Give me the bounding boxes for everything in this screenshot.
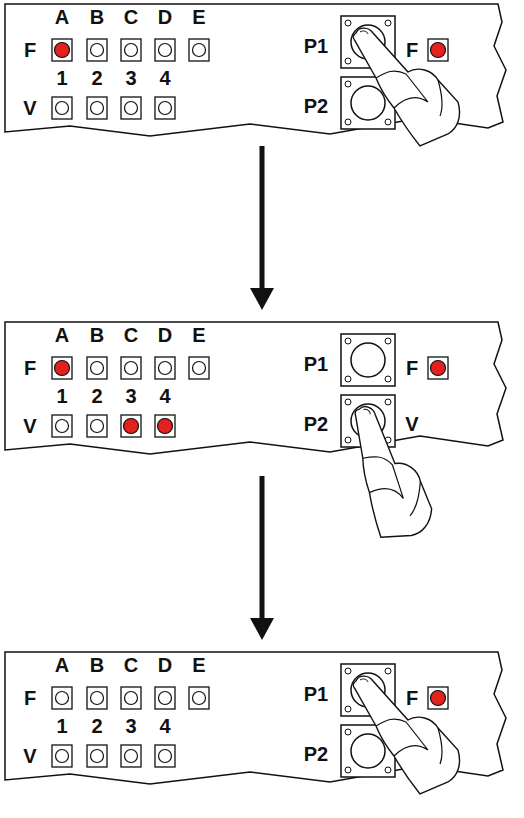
- led-indicator: [155, 357, 175, 379]
- control-panel: [5, 652, 506, 794]
- led-indicator: [52, 745, 72, 767]
- led-indicator: [155, 97, 175, 119]
- led-indicator: [428, 687, 448, 709]
- panel-label: A: [55, 325, 69, 345]
- panel-label: 2: [91, 716, 102, 736]
- led-indicator: [52, 97, 72, 119]
- panel-label: 4: [159, 68, 170, 88]
- panel-label: 1: [56, 716, 67, 736]
- led-indicator: [155, 745, 175, 767]
- panel-label: P1: [304, 36, 328, 56]
- panel-label: A: [55, 655, 69, 675]
- panel-label: P2: [304, 744, 328, 764]
- panel-label: V: [405, 414, 418, 434]
- led-indicator: [428, 39, 448, 61]
- led-indicator: [121, 97, 141, 119]
- led-indicator: [52, 415, 72, 437]
- led-indicator: [87, 415, 107, 437]
- panel-label: V: [23, 98, 36, 118]
- panel-label: 2: [91, 386, 102, 406]
- step-arrow: [250, 476, 274, 640]
- led-indicator: [52, 357, 72, 379]
- panel-label: C: [124, 655, 138, 675]
- panel-label: 1: [56, 386, 67, 406]
- pressing-hand: [353, 28, 459, 146]
- control-panel: [5, 322, 506, 551]
- led-indicator: [189, 687, 209, 709]
- led-indicator: [155, 39, 175, 61]
- pressing-hand: [318, 404, 458, 551]
- panel-label: F: [24, 40, 36, 60]
- panel-label: F: [406, 40, 418, 60]
- panel-label: D: [158, 325, 172, 345]
- panel-label: B: [90, 325, 104, 345]
- panel-label: E: [192, 655, 205, 675]
- panel-label: F: [24, 358, 36, 378]
- panel-label: 3: [125, 386, 136, 406]
- step-arrow: [250, 146, 274, 310]
- panel-label: F: [406, 688, 418, 708]
- led-indicator: [87, 687, 107, 709]
- panel-label: V: [23, 746, 36, 766]
- pressing-hand: [353, 676, 459, 794]
- panel-label: 3: [125, 716, 136, 736]
- panel-label: 4: [159, 716, 170, 736]
- led-indicator: [87, 745, 107, 767]
- led-indicator: [121, 745, 141, 767]
- panel-label: C: [124, 325, 138, 345]
- panel-label: F: [24, 688, 36, 708]
- control-panel: [5, 4, 506, 146]
- panel-label: D: [158, 655, 172, 675]
- panel-label: P2: [304, 96, 328, 116]
- led-indicator: [52, 687, 72, 709]
- led-indicator: [428, 357, 448, 379]
- panel-label: P2: [304, 414, 328, 434]
- led-indicator: [155, 687, 175, 709]
- led-indicator: [155, 415, 175, 437]
- push-button: [341, 334, 395, 386]
- panel-label: 1: [56, 68, 67, 88]
- led-indicator: [121, 357, 141, 379]
- panel-label: F: [406, 358, 418, 378]
- panel-label: B: [90, 655, 104, 675]
- panel-label: V: [23, 416, 36, 436]
- led-indicator: [87, 357, 107, 379]
- led-indicator: [87, 39, 107, 61]
- panel-label: 2: [91, 68, 102, 88]
- led-indicator: [52, 39, 72, 61]
- panel-label: C: [124, 7, 138, 27]
- panel-label: 4: [159, 386, 170, 406]
- panel-outline: [5, 322, 506, 454]
- panel-label: A: [55, 7, 69, 27]
- panel-label: E: [192, 325, 205, 345]
- panel-label: P1: [304, 354, 328, 374]
- led-indicator: [87, 97, 107, 119]
- led-indicator: [189, 39, 209, 61]
- panel-label: B: [90, 7, 104, 27]
- panel-label: P1: [304, 684, 328, 704]
- panel-label: E: [192, 7, 205, 27]
- led-indicator: [121, 39, 141, 61]
- panel-label: D: [158, 7, 172, 27]
- panel-label: 3: [125, 68, 136, 88]
- led-indicator: [189, 357, 209, 379]
- led-indicator: [121, 687, 141, 709]
- led-indicator: [121, 415, 141, 437]
